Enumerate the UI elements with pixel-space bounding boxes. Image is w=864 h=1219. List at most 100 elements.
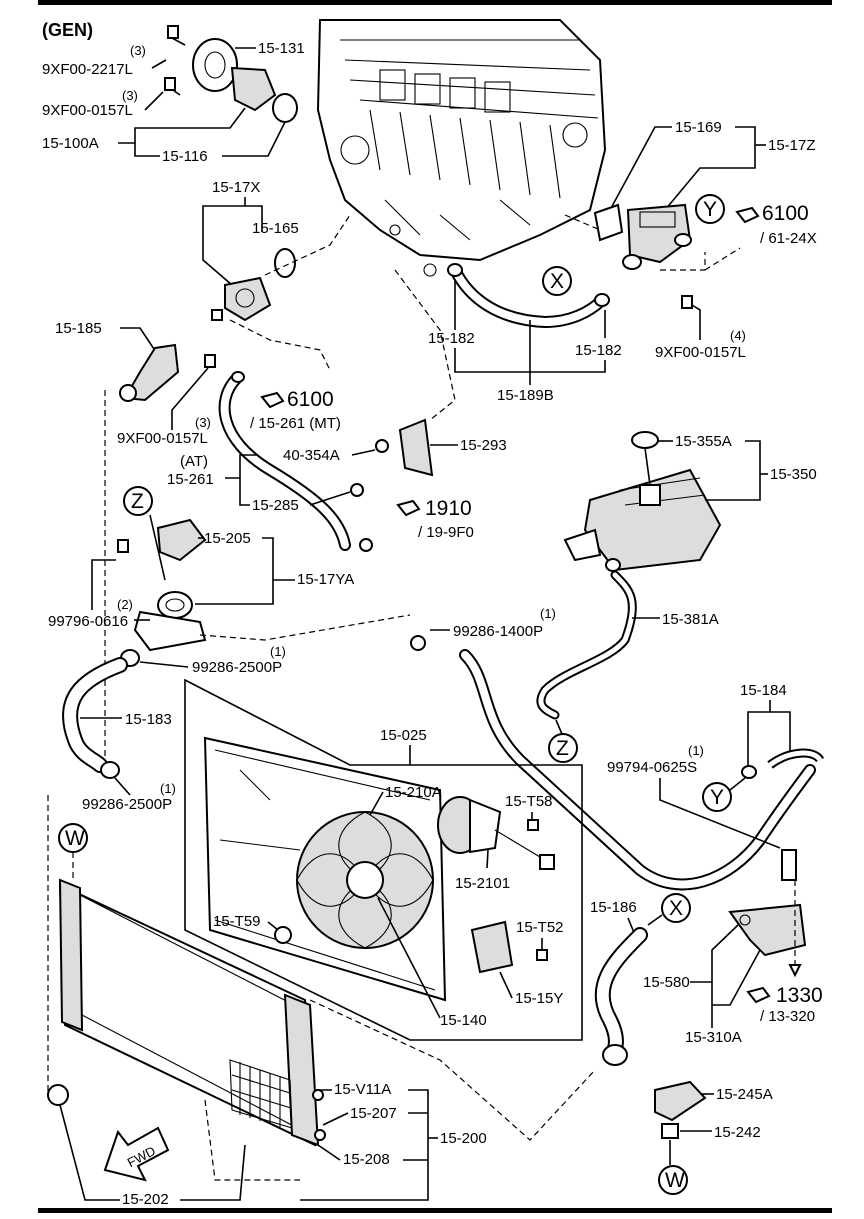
part-number-9xf00-0157l: 9XF00-0157L [42,102,133,119]
callout-15-242: 15-242 [714,1124,761,1141]
callout-15-184: 15-184 [740,682,787,699]
marker-x [661,893,691,923]
at-note: (AT) [180,453,208,470]
clamp [410,635,426,651]
callout-15-208: 15-208 [343,1151,390,1168]
bracket-15-293 [375,418,434,477]
hose-15-186 [594,927,648,1066]
qty-label: (2) [117,597,133,612]
qty-label: (3) [122,88,138,103]
bracket-15-310A [728,903,807,957]
marker-w-label: W [65,827,85,850]
qty-label: (1) [270,644,286,659]
marker-w [658,1165,688,1195]
reference-6100: 6100 [287,388,334,411]
callout-15-245A: 15-245A [716,1086,773,1103]
qty-label: (1) [160,781,176,796]
reference-13-320: / 13-320 [760,1008,815,1025]
callout-15-T52: 15-T52 [516,919,564,936]
callout-15-185: 15-185 [55,320,102,337]
hand-pointer-icon [396,499,421,517]
part-number-9xf00-0157l: 9XF00-0157L [117,430,208,447]
callout-15-169: 15-169 [675,119,722,136]
callout-15-207: 15-207 [350,1105,397,1122]
fan-motor-15-2101 [437,796,555,870]
callout-15-200: 15-200 [440,1130,487,1147]
filler-neck-15-17YA [117,518,207,652]
reference-6100: 6100 [762,202,809,225]
hose-15-189B [447,263,610,329]
marker-y [695,194,725,224]
qty-label: (1) [540,606,556,621]
part-number-99286-2500p: 99286-2500P [192,659,282,676]
hose-15-184 [741,748,825,779]
part-number-99794-0625s: 99794-0625S [607,759,697,776]
callout-15-293: 15-293 [460,437,507,454]
top-border [38,0,832,5]
gasket-15-165 [274,248,296,278]
callout-15-350: 15-350 [770,466,817,483]
callout-15-2101: 15-2101 [455,875,510,892]
marker-z-label: Z [131,490,144,513]
marker-y-label: Y [710,786,724,809]
marker-z [548,733,578,763]
clamp [100,761,120,779]
reference-19-9f0: / 19-9F0 [418,524,474,541]
callout-15-210A: 15-210A [385,784,442,801]
radiator-15-200 [58,878,326,1147]
callout-15-186: 15-186 [590,899,637,916]
callout-15-V11A: 15-V11A [334,1081,391,1098]
qty-label: (3) [195,415,211,430]
hose-15-183 [62,657,128,773]
callout-15-165: 15-165 [252,220,299,237]
reference-1910: 1910 [425,497,472,520]
callout-15-205: 15-205 [204,530,251,547]
part-number-9xf00-2217l: 9XF00-2217L [42,61,133,78]
part-number-9xf00-0157l: 9XF00-0157L [655,344,746,361]
thermostat-housing [593,203,693,309]
callout-15-580: 15-580 [643,974,690,991]
part-number-99286-2500p: 99286-2500P [82,796,172,813]
mount-bushing [47,1084,69,1106]
water-pump-assembly [164,25,298,123]
callout-15-182: 15-182 [575,342,622,359]
marker-x [542,266,572,296]
callout-15-15Y: 15-15Y [515,990,563,1007]
callout-15-116: 15-116 [162,148,208,165]
hose-long [459,649,816,891]
callout-15-310A: 15-310A [685,1029,742,1046]
hand-pointer-icon [735,206,760,224]
outlet-pipe-15-185 [119,343,216,402]
callout-15-140: 15-140 [440,1012,487,1029]
nut-15-242 [661,1123,679,1139]
part-number-99796-0616: 99796-0616 [48,613,128,630]
engine-block [316,19,607,277]
fwd-arrow-icon: FWD [103,1126,170,1182]
part-number-99286-1400p: 99286-1400P [453,623,543,640]
reference-61-24x: / 61-24X [760,230,817,247]
marker-w-label: W [665,1169,685,1192]
callout-15-202: 15-202 [122,1191,169,1208]
resistor-15-15Y [470,920,548,974]
callout-15-285: 15-285 [252,497,299,514]
callout-15-T59: 15-T59 [213,913,261,930]
callout-15-17YA: 15-17YA [297,571,354,588]
thermostat-housing-15-17X [211,276,272,322]
hand-pointer-icon [746,986,771,1004]
marker-x-label: X [669,897,683,920]
callout-40-354A: 40-354A [283,447,340,464]
marker-z [123,486,153,516]
qty-label: (3) [130,43,146,58]
callout-15-17Z: 15-17Z [768,137,816,154]
hose-15-261 [218,371,373,552]
callout-15-183: 15-183 [125,711,172,728]
arrow-icon [788,964,802,978]
reference-15-261-mt: / 15-261 (MT) [250,415,341,432]
callout-15-T58: 15-T58 [505,793,553,810]
callout-15-100A: 15-100A [42,135,99,152]
callout-15-131: 15-131 [258,40,305,57]
marker-x-label: X [550,270,564,293]
clip-15-245A [654,1080,707,1122]
